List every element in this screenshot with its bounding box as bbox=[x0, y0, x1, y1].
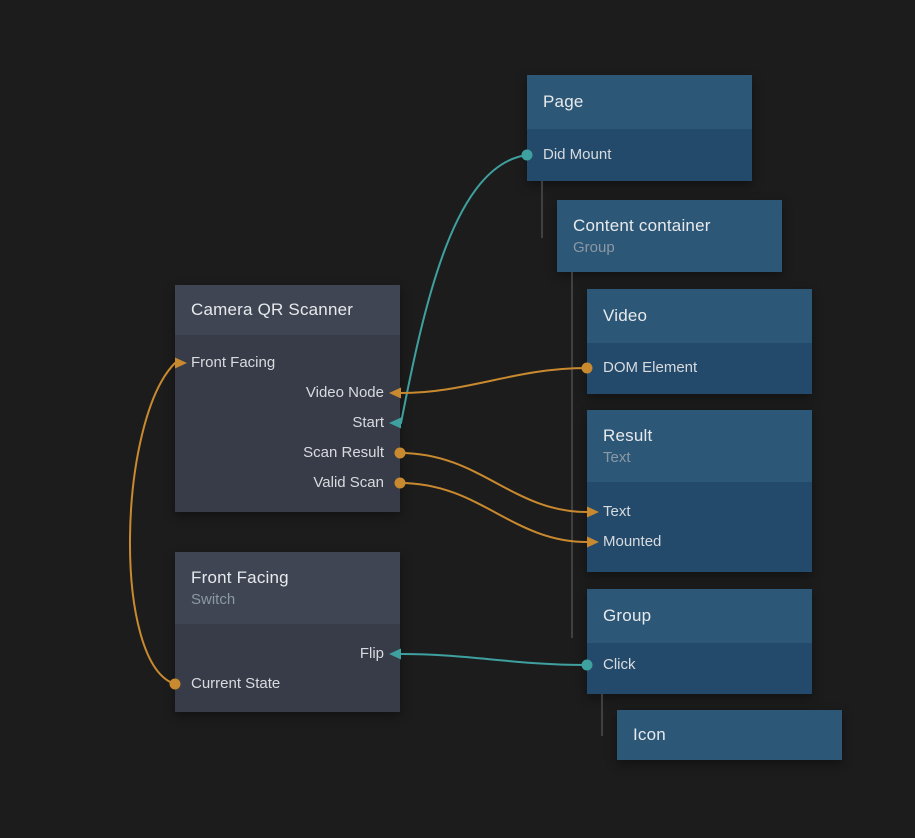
node-title: Result bbox=[603, 426, 653, 445]
node-content-container-header: Content container Group bbox=[557, 200, 782, 272]
node-title: Page bbox=[543, 92, 584, 111]
port-click[interactable]: Click bbox=[603, 656, 636, 673]
node-camera-qr-scanner-header: Camera QR Scanner bbox=[175, 285, 400, 335]
node-title: Content container bbox=[573, 216, 711, 235]
port-dom-element[interactable]: DOM Element bbox=[603, 359, 698, 376]
port-text[interactable]: Text bbox=[603, 503, 631, 520]
node-title: Icon bbox=[633, 725, 666, 744]
node-icon[interactable]: Icon bbox=[617, 710, 842, 760]
port-scan-result[interactable]: Scan Result bbox=[303, 444, 384, 461]
node-page-body: Did Mount bbox=[527, 129, 752, 181]
node-camera-qr-scanner-body: Front Facing Video Node Start Scan Resul… bbox=[175, 335, 400, 512]
node-page-header: Page bbox=[527, 75, 752, 129]
node-title: Video bbox=[603, 306, 648, 325]
port-mounted[interactable]: Mounted bbox=[603, 533, 662, 550]
node-group[interactable]: Group Click bbox=[587, 589, 812, 694]
node-title: Camera QR Scanner bbox=[191, 300, 354, 319]
wire-click-to-flip[interactable] bbox=[400, 653, 588, 666]
wire-validscan-to-mounted[interactable] bbox=[399, 482, 588, 543]
wire-currentstate-to-frontfacing[interactable] bbox=[129, 362, 176, 685]
node-content-container[interactable]: Content container Group bbox=[557, 200, 782, 272]
node-title: Group bbox=[603, 606, 652, 625]
wire-scanresult-to-text[interactable] bbox=[399, 452, 588, 513]
port-valid-scan[interactable]: Valid Scan bbox=[313, 474, 384, 491]
node-group-body: Click bbox=[587, 643, 812, 694]
port-video-node[interactable]: Video Node bbox=[305, 384, 384, 401]
port-did-mount[interactable]: Did Mount bbox=[543, 146, 612, 163]
node-subtitle: Group bbox=[573, 239, 615, 256]
node-front-facing-switch[interactable]: Front Facing Switch Flip Current State bbox=[175, 552, 400, 712]
node-icon-header: Icon bbox=[617, 710, 842, 760]
node-video[interactable]: Video DOM Element bbox=[587, 289, 812, 394]
wire-didmount-to-start[interactable] bbox=[400, 154, 528, 424]
node-result-text-body: Text Mounted bbox=[587, 482, 812, 572]
node-group-header: Group bbox=[587, 589, 812, 643]
node-front-facing-switch-header: Front Facing Switch bbox=[175, 552, 400, 624]
node-result-text-header: Result Text bbox=[587, 410, 812, 482]
node-front-facing-switch-body: Flip Current State bbox=[175, 624, 400, 712]
node-subtitle: Switch bbox=[191, 591, 236, 608]
node-video-body: DOM Element bbox=[587, 343, 812, 394]
node-subtitle: Text bbox=[603, 449, 631, 466]
wire-domelement-to-videonode[interactable] bbox=[400, 367, 588, 394]
port-flip[interactable]: Flip bbox=[359, 645, 384, 662]
port-current-state[interactable]: Current State bbox=[191, 675, 281, 692]
node-video-header: Video bbox=[587, 289, 812, 343]
port-start[interactable]: Start bbox=[352, 414, 384, 431]
node-camera-qr-scanner[interactable]: Camera QR Scanner Front Facing Video Nod… bbox=[175, 285, 400, 512]
node-title: Front Facing bbox=[191, 568, 289, 587]
port-front-facing[interactable]: Front Facing bbox=[191, 354, 276, 371]
node-result-text[interactable]: Result Text Text Mounted bbox=[587, 410, 812, 572]
node-page[interactable]: Page Did Mount bbox=[527, 75, 752, 181]
